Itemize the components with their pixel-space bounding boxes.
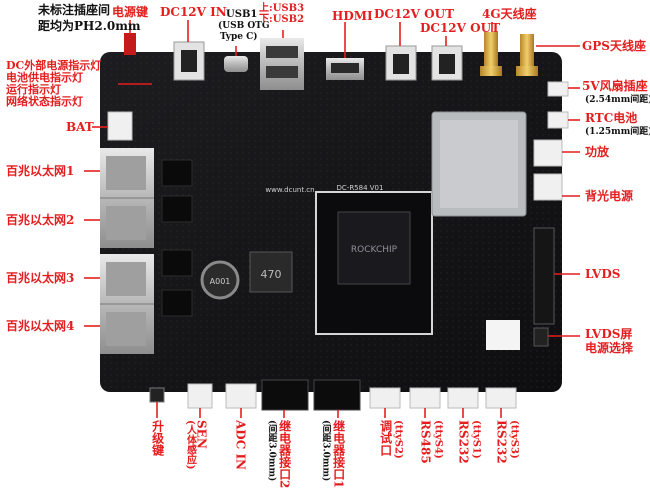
label-eth1: 百兆以太网1	[6, 164, 75, 178]
label-rs232a: RS232	[456, 420, 471, 464]
dc-out1-jack	[385, 45, 417, 81]
label-amp: 功放	[585, 145, 610, 159]
label-lvds: LVDS	[585, 267, 621, 281]
model-text: DC-R584 V01	[337, 184, 384, 192]
sen-connector	[187, 383, 213, 409]
label-4g-antenna: 4G天线座	[482, 7, 537, 21]
label-bat: BAT	[66, 120, 94, 134]
label-eth3: 百兆以太网3	[6, 271, 75, 285]
cap-text: A001	[210, 277, 231, 286]
lvds-jumper	[533, 327, 549, 347]
callout-lines	[84, 20, 580, 418]
label-gps: GPS天线座	[582, 39, 646, 53]
amp-connector	[533, 139, 563, 167]
label-debug: 调试口	[378, 420, 393, 456]
usb-typec-port	[224, 56, 248, 72]
label-usb-up: 上:USB3	[259, 3, 305, 14]
label-dc-out1: DC12V OUT	[374, 7, 454, 21]
label-usb-down: 下:USB2	[259, 14, 305, 25]
label-rs232b: RS232	[494, 420, 509, 464]
fan-connector	[547, 81, 569, 97]
label-usb1: USB1	[226, 9, 258, 20]
label-sen: SEN	[194, 420, 209, 449]
adc-connector	[225, 383, 257, 409]
label-dc-in: DC12V IN	[160, 5, 227, 19]
gps-connector	[520, 34, 534, 72]
label-rtc: RTC电池	[585, 111, 638, 125]
inductor-text: 470	[261, 268, 282, 281]
label-relay1-pitch: (间距3.0mm)	[320, 420, 331, 482]
relay1-connector	[313, 379, 361, 411]
label-rtc-pitch: (1.25mm间距)	[585, 127, 650, 137]
label-power-key: 电源键	[112, 5, 149, 19]
label-led-network: 网络状态指示灯	[6, 95, 83, 108]
label-lvds-power-2: 电源选择	[585, 341, 634, 355]
label-usb1-sub2: Type C)	[220, 32, 258, 42]
bat-connector	[107, 111, 133, 141]
label-upgrade-key: 升级键	[150, 420, 165, 456]
label-hdmi: HDMI	[332, 9, 373, 23]
label-usb1-sub1: (USB OTG	[218, 21, 270, 31]
label-led-battery: 电池供电指示灯	[6, 71, 83, 84]
label-rs485: RS485	[418, 420, 433, 464]
label-relay2-pitch: (间距3.0mm)	[266, 420, 277, 482]
electrolytic-cap	[200, 260, 240, 300]
label-rs232b-sub: (ttyS3)	[508, 420, 520, 459]
pitch-note-line2: 距均为PH2.0mm	[38, 19, 141, 33]
label-rs232a-sub: (ttyS1)	[470, 420, 482, 459]
label-fan-pitch: (2.54mm间距)	[585, 95, 650, 105]
rs232a-connector	[447, 387, 479, 409]
power-inductor	[249, 251, 293, 293]
label-relay2: 继电器接口2	[277, 420, 292, 489]
upgrade-key-part	[149, 387, 165, 403]
label-led-run: 运行指示灯	[6, 83, 61, 96]
label-rs485-sub: (ttyS4)	[432, 420, 444, 459]
soc-text: ROCKCHIP	[351, 245, 398, 255]
web-text: www.dcunt.cn	[265, 186, 314, 194]
usb-dual-port	[260, 38, 304, 90]
rs232b-connector	[485, 387, 517, 409]
label-lvds-power-1: LVDS屏	[585, 327, 633, 341]
debug-connector	[369, 387, 401, 409]
backlight-connector	[533, 173, 563, 201]
label-eth4: 百兆以太网4	[6, 319, 75, 333]
rs485-connector	[409, 387, 441, 409]
label-sen-sub: (人体感应)	[184, 420, 196, 470]
label-relay1: 继电器接口1	[331, 420, 346, 489]
pitch-note-line1: 未标注插座间	[38, 3, 111, 17]
label-led-dc: DC外部电源指示灯	[6, 59, 102, 72]
lvds-header	[533, 227, 555, 325]
label-adc: ADC IN	[233, 420, 248, 471]
label-eth2: 百兆以太网2	[6, 213, 75, 227]
ethernet-jacks	[100, 148, 154, 354]
label-dc-out2: DC12V OUT	[420, 21, 500, 35]
label-fan: 5V风扇插座	[582, 79, 648, 93]
label-debug-sub: (ttyS2)	[392, 420, 404, 459]
relay2-connector	[261, 379, 309, 411]
label-sticker	[486, 320, 520, 350]
label-backlight: 背光电源	[585, 189, 634, 203]
soc-chip	[337, 211, 411, 285]
rtc-connector	[547, 111, 569, 129]
ant-4g-connector	[484, 32, 498, 72]
power-key-part	[124, 33, 136, 55]
